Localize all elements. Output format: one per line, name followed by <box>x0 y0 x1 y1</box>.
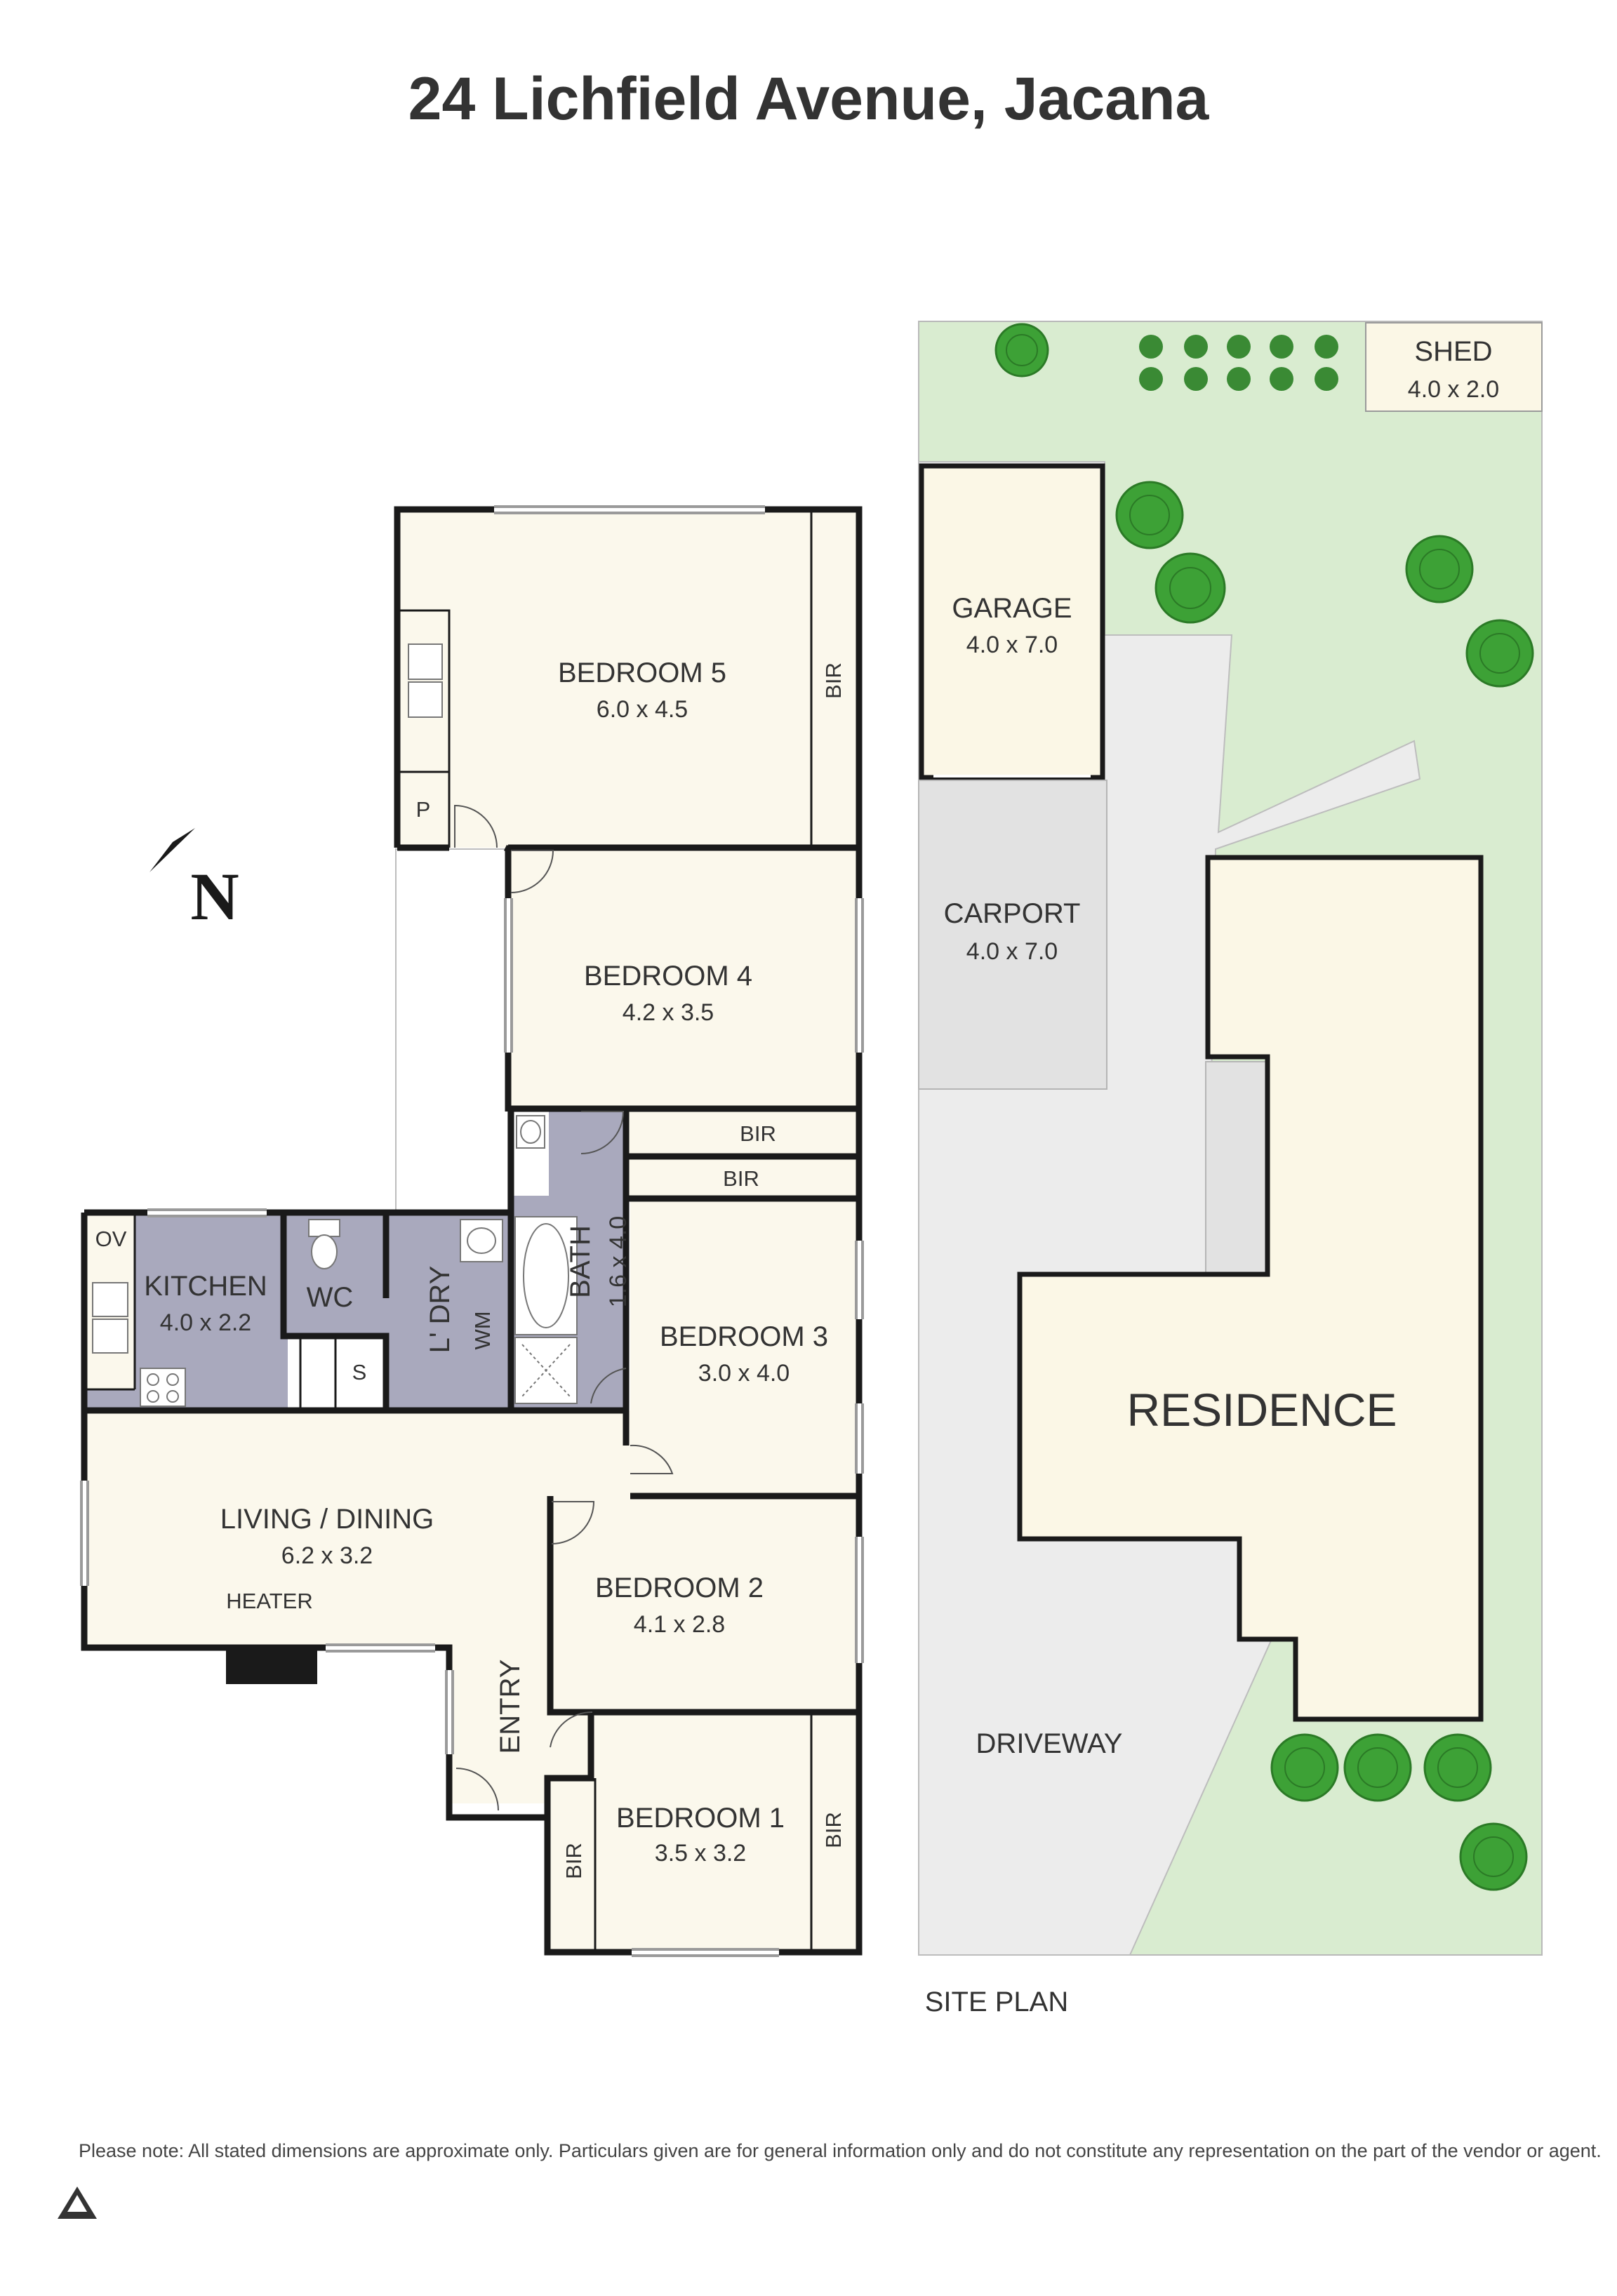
page-title: 24 Lichfield Avenue, Jacana <box>408 65 1209 133</box>
bedroom2-dims: 4.1 x 2.8 <box>634 1611 725 1638</box>
oven-label: OV <box>95 1227 127 1251</box>
bir-label: BIR <box>821 1812 846 1848</box>
residence-name: RESIDENCE <box>1126 1384 1397 1436</box>
compass-letter: N <box>190 859 239 934</box>
windows <box>80 505 864 1957</box>
bedroom1-name: BEDROOM 1 <box>616 1803 785 1834</box>
bir-label: BIR <box>561 1843 586 1879</box>
bedroom2-name: BEDROOM 2 <box>595 1573 764 1603</box>
site-plan-caption: SITE PLAN <box>925 1987 1069 2017</box>
residence <box>1017 855 1484 1722</box>
tree-icon <box>1405 535 1474 603</box>
tree-icon <box>1115 481 1184 549</box>
bir-label: BIR <box>821 662 846 699</box>
shed-dims: 4.0 x 2.0 <box>1408 376 1499 403</box>
shed <box>1365 322 1543 412</box>
tree-icon <box>1465 619 1534 688</box>
garage <box>919 463 1105 780</box>
pantry-area <box>399 772 449 848</box>
north-arrow-icon: N <box>149 828 239 934</box>
bedroom1-dims: 3.5 x 3.2 <box>655 1840 746 1867</box>
bedroom2-area <box>550 1499 858 1709</box>
site-plan: SHED 4.0 x 2.0 GARAGE 4.0 x 7.0 CARPORT … <box>918 321 1543 2017</box>
carport <box>918 780 1107 1090</box>
bedroom5-area <box>399 511 858 848</box>
shed-name: SHED <box>1414 336 1492 367</box>
living-dims: 6.2 x 3.2 <box>281 1542 373 1569</box>
bath-dims: 1.6 x 4.0 <box>605 1216 632 1307</box>
tree-icon <box>1343 1733 1412 1802</box>
tree-icon <box>1154 552 1226 624</box>
entry-name: ENTRY <box>495 1660 526 1754</box>
garage-name: GARAGE <box>952 593 1072 624</box>
storage-label: S <box>352 1360 367 1384</box>
bir-label: BIR <box>740 1121 776 1146</box>
driveway-name: DRIVEWAY <box>976 1728 1123 1759</box>
living-name: LIVING / DINING <box>220 1504 434 1535</box>
agency-logo-icon <box>58 2187 97 2219</box>
pantry-label: P <box>416 797 431 822</box>
bedroom4-dims: 4.2 x 3.5 <box>623 999 714 1026</box>
carport-name: CARPORT <box>944 898 1081 929</box>
bedroom1-area <box>550 1712 858 1951</box>
bedroom3-dims: 3.0 x 4.0 <box>698 1360 790 1387</box>
floor-plan: BEDROOM 5 6.0 x 4.5 BEDROOM 4 4.2 x 3.5 … <box>80 505 864 1957</box>
door-swings <box>454 804 674 1811</box>
fixtures <box>92 643 578 1407</box>
heater-label: HEATER <box>226 1589 312 1613</box>
side-path <box>395 848 509 1212</box>
kitchen-dims: 4.0 x 2.2 <box>160 1309 251 1336</box>
heater <box>226 1648 317 1684</box>
washing-machine-label: WM <box>470 1311 495 1349</box>
bedroom5-dims: 6.0 x 4.5 <box>597 696 688 723</box>
bedroom3-area <box>630 1200 858 1496</box>
tree-icon <box>1459 1822 1528 1891</box>
bedroom3-name: BEDROOM 3 <box>660 1321 828 1352</box>
laundry-name: L' DRY <box>425 1266 455 1354</box>
carport-dims: 4.0 x 7.0 <box>966 938 1058 965</box>
disclaimer: Please note: All stated dimensions are a… <box>79 2140 1602 2161</box>
bedroom4-area <box>508 850 858 1109</box>
garage-dims: 4.0 x 7.0 <box>966 632 1058 658</box>
kitchen-name: KITCHEN <box>144 1271 267 1302</box>
bedroom4-name: BEDROOM 4 <box>584 961 752 992</box>
shrub-icon <box>1139 335 1338 391</box>
side-paving <box>1205 1061 1270 1275</box>
bath-name: BATH <box>565 1225 596 1298</box>
wc-name: WC <box>307 1282 354 1313</box>
tree-icon <box>1423 1733 1492 1802</box>
tree-icon <box>1270 1733 1339 1802</box>
tree-icon <box>994 323 1049 378</box>
bedroom5-name: BEDROOM 5 <box>558 658 726 688</box>
bir-label: BIR <box>723 1166 759 1191</box>
